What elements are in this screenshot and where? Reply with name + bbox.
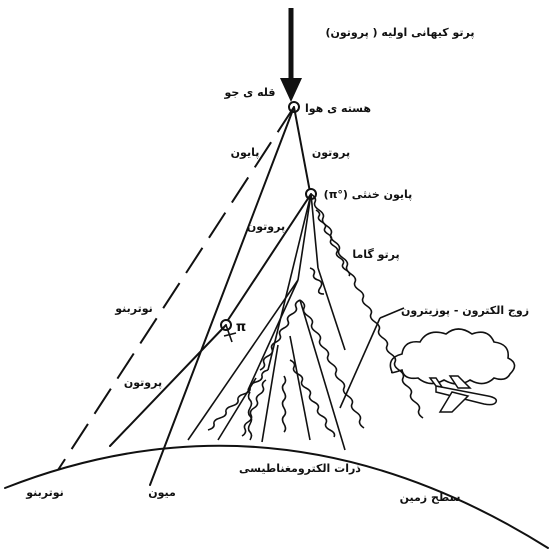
label-em-particles: ذرات الکترومغناطیسی [239, 462, 361, 475]
gamma-track-low-d [281, 375, 287, 433]
label-air-nucleus: هسته ی هوا [305, 102, 371, 115]
label-neutrino-bottom: نوتربنو [25, 486, 64, 499]
label-neutral-pion: (π°) پایون خنثی [324, 188, 413, 201]
shower-track-a [297, 193, 312, 281]
label-electron-positron: زوج الکترون - پوزیترون [401, 304, 529, 318]
pi-decay-tail [225, 324, 233, 343]
shower-track-b [267, 193, 312, 371]
gamma-track-short [315, 209, 351, 277]
label-pion-left: پایون [231, 146, 260, 159]
shower-track-d [187, 279, 299, 441]
shower-track-g [261, 344, 279, 443]
shower-track-f [317, 267, 346, 351]
label-primary-ray: پرتو کیهانی اولیه ( پروتون) [325, 26, 474, 39]
shower-track-h [289, 335, 311, 441]
shower-track-c [247, 279, 299, 391]
earth-surface-arc [4, 444, 549, 549]
gamma-track-low-c [247, 391, 253, 441]
gamma-track-mid-b [299, 299, 365, 429]
pi-decay-tick [223, 332, 237, 337]
label-proton-mid: پروتون [247, 220, 285, 233]
shower-track-k [310, 193, 319, 269]
proton-track-top [293, 106, 311, 193]
label-proton-top: پروتون [312, 146, 350, 159]
gamma-track-low-b [289, 359, 336, 438]
neutrino-track-dashed [57, 106, 295, 471]
label-neutrino-left: نوتربنو [114, 302, 153, 315]
shower-track-i [339, 317, 381, 409]
shower-track-e [299, 299, 346, 451]
label-earth-surface: سطح زمین [400, 491, 461, 504]
label-gamma-ray: پرتو گاما [352, 248, 399, 261]
gamma-track-low-e [241, 379, 267, 437]
gamma-track-curl [309, 267, 325, 295]
airplane-icon [428, 375, 498, 413]
label-muon: میون [148, 486, 176, 499]
label-pi-symbol: π [236, 320, 246, 335]
proton-track-mid [225, 193, 312, 324]
label-proton-low: پروتون [124, 376, 162, 389]
primary-ray-arrowhead [280, 78, 302, 102]
gamma-track-mid-a [259, 299, 301, 371]
gamma-track-low-a [207, 369, 269, 431]
cloud-icon [389, 328, 516, 385]
shower-track-j [379, 307, 405, 319]
gamma-track-long [310, 193, 424, 419]
pion-track-left [149, 106, 295, 486]
proton-track-low [109, 324, 227, 447]
label-atmosphere-top: قله ی جو [224, 86, 276, 99]
